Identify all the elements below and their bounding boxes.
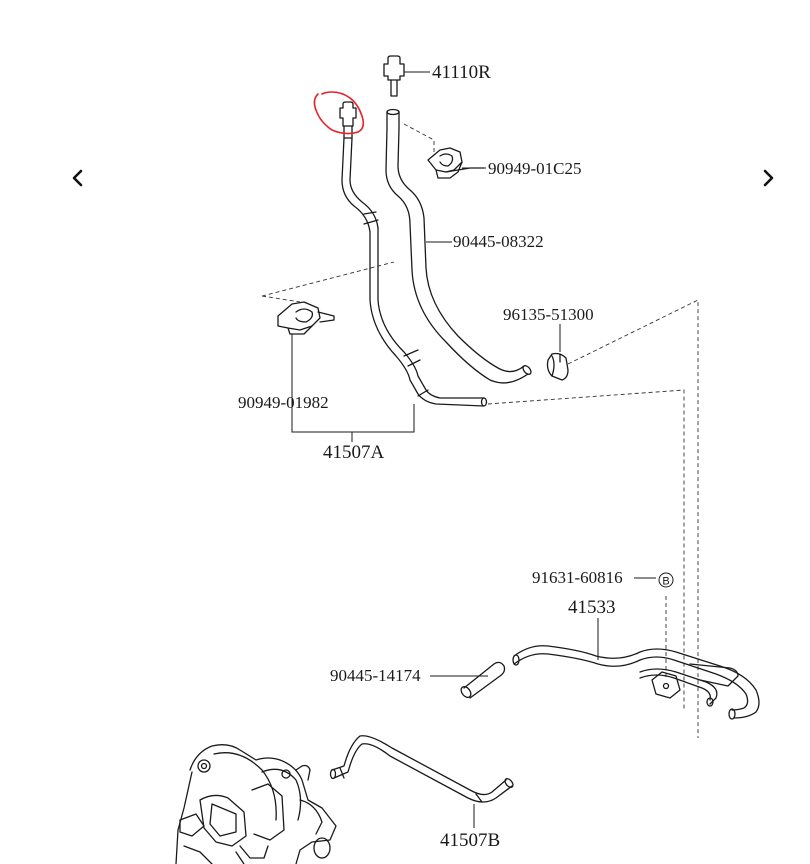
- marker-b-circle: B: [658, 572, 674, 588]
- label-b: B: [662, 576, 669, 588]
- label-96135-51300: 96135-51300: [503, 305, 594, 324]
- dashed-route-hose: [487, 389, 685, 710]
- label-90445-08322: 90445-08322: [453, 232, 544, 251]
- next-image-button[interactable]: [750, 160, 786, 196]
- chevron-left-icon: [72, 169, 83, 187]
- hose-41507b[interactable]: [329, 735, 515, 803]
- label-41507a: 41507A: [323, 442, 385, 463]
- label-90445-14174: 90445-14174: [330, 666, 421, 685]
- dashed-route-grommet: [567, 299, 699, 738]
- grommet-96135-51300[interactable]: [546, 352, 569, 381]
- hose-41507a[interactable]: [341, 137, 488, 407]
- label-90949-01982: 90949-01982: [238, 393, 329, 412]
- hose-stub-top: [386, 108, 400, 129]
- red-annotation-circle: [313, 91, 365, 135]
- previous-image-button[interactable]: [60, 160, 96, 196]
- clip-90949-01982[interactable]: [277, 301, 335, 335]
- throttle-body-assembly[interactable]: [175, 744, 337, 864]
- pipe-41533[interactable]: [512, 645, 760, 720]
- label-91631-60816: 91631-60816: [532, 568, 623, 587]
- bracket-41507a: [291, 334, 415, 442]
- part-41110r-fitting[interactable]: [383, 55, 430, 97]
- label-41507b: 41507B: [440, 830, 500, 851]
- chevron-right-icon: [763, 169, 774, 187]
- label-41110r: 41110R: [432, 62, 491, 83]
- label-90949-01c25: 90949-01C25: [488, 159, 582, 178]
- dashed-leader-clip-top: [403, 123, 435, 154]
- left-top-fitting[interactable]: [339, 101, 357, 139]
- dashed-leader-clip-left: [261, 261, 395, 303]
- clip-90949-01c25[interactable]: [427, 147, 486, 179]
- hose-90445-14174[interactable]: [430, 661, 506, 699]
- label-41533: 41533: [568, 597, 616, 618]
- hose-90445-08322[interactable]: [385, 127, 533, 384]
